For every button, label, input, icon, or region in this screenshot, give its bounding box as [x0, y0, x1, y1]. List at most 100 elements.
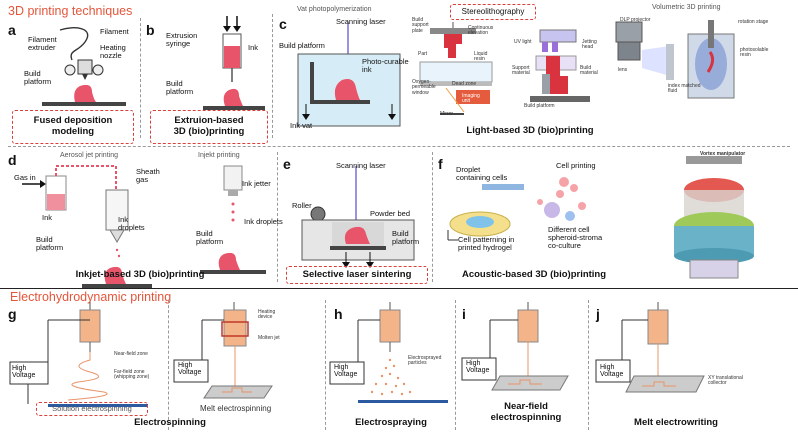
vortex-illustration: [674, 156, 754, 279]
panel-title-sls: Selective laser sintering: [286, 266, 428, 284]
divider: [272, 14, 273, 138]
label-ink-droplets: Ink droplets: [118, 215, 145, 232]
acoustic-illustration: [447, 177, 586, 241]
label-scanning-laser: Scanning laser: [336, 161, 386, 170]
panel-title-fdm: Fused deposition modeling: [12, 110, 134, 144]
panel-title-near-field: Near-field electrospinning: [490, 401, 562, 423]
label-mirror: Mirror: [440, 111, 454, 117]
label-melt-electrospinning: Melt electrospinning: [200, 404, 272, 413]
label-extrusion-syringe: Extrusion syringe: [166, 31, 198, 48]
label-cell-patterning: Cell patterning in printed hydrogel: [458, 235, 515, 252]
label-dlp-projector: DLP projector: [620, 17, 651, 23]
divider: [588, 300, 589, 430]
subtitle-aerosol: Aerosol jet printing: [60, 152, 118, 159]
panel-letter-i: i: [462, 306, 466, 322]
label-spheroid: Different cell spheroid-stroma co-cultur…: [548, 225, 603, 250]
panel-letter-h: h: [334, 306, 343, 322]
panel-letter-f: f: [438, 156, 443, 172]
panel-letter-a: a: [8, 22, 16, 38]
aerosol-illustration: [22, 165, 152, 288]
panel-title-melt-electrowriting: Melt electrowriting: [634, 417, 718, 428]
section-title-3d-printing: 3D printing techniques: [8, 4, 133, 18]
panel-title-acoustic: Acoustic-based 3D (bio)printing: [461, 269, 607, 280]
label-ink: Ink: [248, 43, 259, 52]
divider: [432, 152, 433, 282]
label-far-field-zone: Far-field zone (whipping zone): [114, 369, 150, 381]
polyjet-illustration: [530, 29, 590, 102]
panel-letter-d: d: [8, 152, 17, 168]
label-ink-vat: Ink vat: [290, 121, 313, 130]
volumetric-illustration: [615, 20, 735, 99]
label-stereolithography: Stereolithography: [450, 4, 536, 20]
label-cell-printing: Cell printing: [556, 161, 596, 170]
label-imaging-unit: Imaging unit: [462, 93, 480, 105]
label-molten-jet: Molten jet: [258, 335, 280, 341]
label-build-material: Build material: [580, 65, 598, 77]
label-high-voltage-2: High Voltage: [178, 362, 202, 377]
extrusion-illustration: [203, 16, 265, 110]
clip-illustration: [419, 22, 493, 115]
divider: [8, 146, 790, 147]
label-support-material: Support material: [512, 65, 530, 77]
panel-letter-j: j: [596, 306, 600, 322]
divider: [325, 300, 326, 430]
vat-illustration: [297, 22, 401, 127]
label-xy-collector: XY translational collector: [708, 375, 743, 387]
section-separator: [0, 288, 798, 289]
label-near-field-zone: Near-field zone: [114, 351, 148, 357]
label-electrosprayed-particles: Electrosprayed particles: [408, 355, 442, 367]
near-field-illustration: [461, 302, 569, 391]
melt-electrospinning-illustration: [173, 302, 273, 399]
solution-electrospinning-illustration: [9, 302, 148, 407]
label-filament-extruder: Filament extruder: [28, 35, 57, 52]
label-vortex-manipulator: Vortex manipulator: [700, 151, 746, 157]
panel-title-inkjet: Inkjet-based 3D (bio)printing: [75, 269, 205, 280]
panel-title-electrospinning: Electrospinning: [134, 417, 206, 428]
label-high-voltage: High Voltage: [334, 364, 358, 379]
label-scanning-laser: Scanning laser: [336, 17, 386, 26]
panel-title-electrospraying: Electrospraying: [355, 417, 427, 428]
label-roller: Roller: [292, 201, 312, 210]
panel-letter-b: b: [146, 22, 155, 38]
label-build-support-plate: Build support plate: [412, 17, 429, 34]
label-index-fluid: index matched fluid: [668, 83, 701, 95]
label-photo-resin: photosolable resin: [740, 47, 769, 59]
section-title-ehd-printing: Electrohydrodynamic printing: [10, 290, 172, 304]
label-dead-zone: Dead zone: [452, 81, 477, 87]
label-build-platform: Build platform: [279, 41, 325, 50]
label-photo-curable-ink: Photo-curable ink: [362, 57, 409, 74]
label-solution-electrospinning: Solution electrospinning: [36, 402, 148, 416]
subtitle-volumetric: Volumetric 3D printing: [652, 4, 721, 11]
panel-letter-c: c: [279, 16, 287, 32]
label-high-voltage: High Voltage: [600, 364, 624, 379]
label-filament: Filament: [100, 27, 129, 36]
electrospraying-illustration: [329, 302, 448, 403]
label-continuous-elevation: Continuous elevation: [468, 25, 494, 37]
label-liquid-resin: Liquid resin: [474, 51, 488, 63]
label-build-platform: Build platform: [36, 235, 64, 252]
divider: [140, 18, 141, 138]
label-sheath-gas: Sheath gas: [136, 167, 160, 184]
label-oxygen-window: Oxygen- permeable window: [412, 79, 436, 96]
label-ink-droplets-2: Ink droplets: [244, 217, 283, 226]
divider: [168, 300, 169, 430]
label-high-voltage: High Voltage: [466, 360, 490, 375]
panel-letter-e: e: [283, 156, 291, 172]
label-lens: lens: [618, 67, 628, 73]
sls-illustration: [301, 166, 415, 268]
subtitle-vat: Vat photopolymerization: [297, 6, 372, 13]
label-high-voltage: High Voltage: [12, 365, 36, 380]
label-heating-nozzle: Heating nozzle: [100, 43, 126, 60]
label-ink-jetter: Ink jetter: [242, 179, 271, 188]
label-build-platform: Build platform: [166, 79, 194, 96]
inkjet-illustration: [200, 165, 266, 274]
label-build-platform: Build platform: [392, 229, 420, 246]
label-ink: Ink: [42, 213, 53, 222]
label-build-platform: Build platform: [24, 69, 52, 86]
subtitle-inkjet: Injekt printing: [198, 152, 240, 159]
label-build-platform-2: Build platform: [524, 103, 555, 109]
label-jetting-head: Jetting head: [582, 39, 597, 51]
divider: [277, 152, 278, 282]
label-gas-in: Gas in: [14, 173, 36, 182]
label-heating-device: Heating device: [258, 309, 276, 321]
